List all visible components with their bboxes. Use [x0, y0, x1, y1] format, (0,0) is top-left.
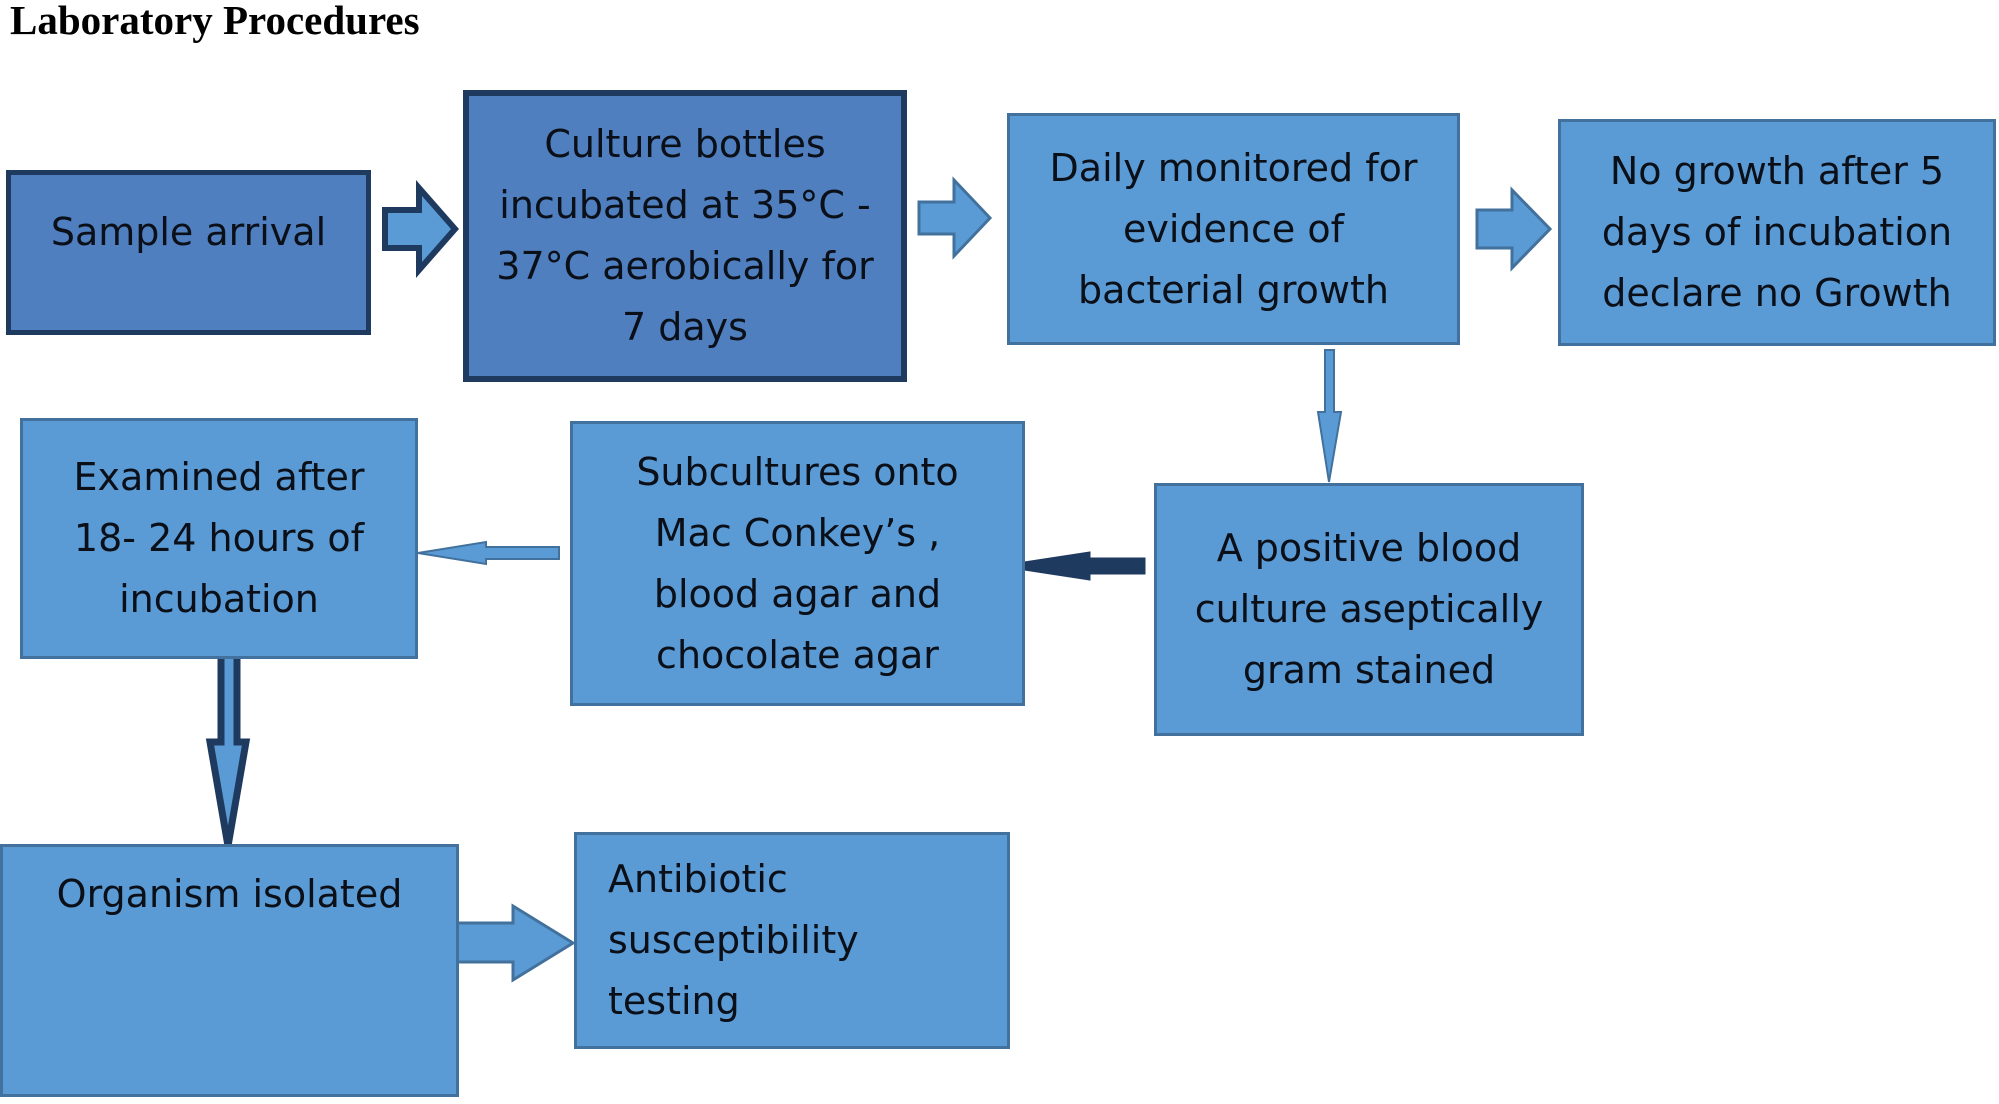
step-antibiotic-testing: Antibiotic susceptibility testing [574, 832, 1010, 1049]
arrow-subcultures-to-examined [417, 540, 560, 566]
step-antibiotic-testing-label: Antibiotic susceptibility testing [608, 857, 859, 1023]
step-organism-isolated-label: Organism isolated [56, 872, 403, 916]
arrow-examined-to-organism [205, 650, 251, 847]
arrow-positive-to-subcultures [997, 551, 1146, 581]
step-no-growth: No growth after 5 days of incubation dec… [1558, 119, 1996, 346]
step-subcultures-label: Subcultures onto Mac Conkey’s , blood ag… [636, 449, 959, 677]
step-daily-monitored: Daily monitored for evidence of bacteria… [1007, 113, 1460, 345]
arrow-sample-to-culture [382, 180, 459, 278]
step-culture-bottles-label: Culture bottles incubated at 35°C - 37°C… [496, 122, 874, 349]
step-subcultures: Subcultures onto Mac Conkey’s , blood ag… [570, 421, 1025, 706]
arrow-culture-to-monitored [917, 176, 993, 260]
step-sample-arrival: Sample arrival [6, 170, 371, 335]
step-culture-bottles: Culture bottles incubated at 35°C - 37°C… [463, 90, 907, 382]
step-positive-blood-culture-label: A positive blood culture aseptically gra… [1194, 526, 1544, 692]
step-organism-isolated: Organism isolated [0, 844, 459, 1097]
arrow-monitored-to-nogrowth [1475, 186, 1553, 272]
step-examined-label: Examined after 18- 24 hours of incubatio… [73, 455, 365, 621]
step-daily-monitored-label: Daily monitored for evidence of bacteria… [1049, 145, 1418, 312]
step-positive-blood-culture: A positive blood culture aseptically gra… [1154, 483, 1584, 736]
step-examined: Examined after 18- 24 hours of incubatio… [20, 418, 418, 659]
step-no-growth-label: No growth after 5 days of incubation dec… [1601, 149, 1953, 315]
arrow-organism-to-antibiotic [455, 903, 576, 983]
step-sample-arrival-label: Sample arrival [50, 210, 327, 254]
diagram-title: Laboratory Procedures [10, 0, 420, 43]
arrow-monitored-to-positive [1316, 349, 1343, 483]
